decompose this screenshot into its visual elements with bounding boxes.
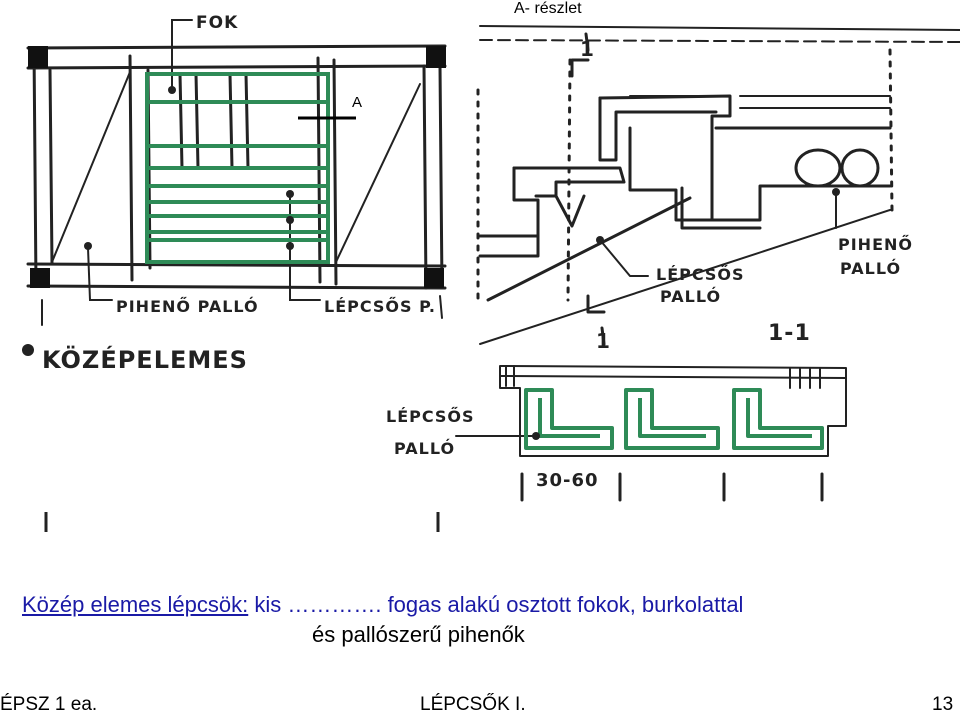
footer-topic: LÉPCSŐK I. <box>420 694 526 715</box>
footer-course: ÉPSZ 1 ea. <box>0 694 98 715</box>
caption: Közép elemes lépcsök: kis …………. fogas al… <box>22 590 942 650</box>
caption-underlined: Közép elemes lépcsök: <box>22 592 249 617</box>
caption-line1: kis …………. fogas alakú osztott fokok, bur… <box>248 592 744 617</box>
label-lepcsos-2: LÉPCSŐS <box>386 406 475 426</box>
label-lepcsos-pallo: PALLÓ <box>660 287 721 306</box>
label-fok: FOK <box>196 13 238 33</box>
footer-page-number: 13 <box>932 694 954 715</box>
section-dots <box>532 188 840 440</box>
label-lepcsos: LÉPCSŐS <box>656 264 745 284</box>
label-lepcsos-p: LÉPCSŐS P. <box>324 296 436 316</box>
label-piheno: PIHENŐ <box>838 234 913 254</box>
section-a-marker: A <box>352 94 363 111</box>
plan-view <box>26 19 447 326</box>
section-a-title: A- részlet <box>514 0 582 17</box>
section-view <box>455 25 960 502</box>
plan-dots <box>22 86 294 356</box>
label-piheno-pallo-2: PALLÓ <box>840 259 901 278</box>
label-cut-bottom: 1 <box>596 329 611 353</box>
label-lepcsos-pallo-2: PALLÓ <box>394 439 455 458</box>
label-dimension: 30-60 <box>536 470 599 491</box>
label-piheno-pallo: PIHENŐ PALLÓ <box>116 296 259 316</box>
label-section-name: 1-1 <box>768 321 811 346</box>
section-green-steps <box>524 388 824 450</box>
plan-green-treads <box>145 72 330 264</box>
stair-sketch-diagram: FOK PIHENŐ PALLÓ LÉPCSŐS P. KÖZÉPELEMES <box>22 13 960 532</box>
corner-columns <box>28 46 446 288</box>
label-kozepelemes: KÖZÉPELEMES <box>42 344 248 374</box>
caption-line2: és pallószerű pihenők <box>312 622 525 647</box>
label-cut-top: 1 <box>580 37 595 61</box>
